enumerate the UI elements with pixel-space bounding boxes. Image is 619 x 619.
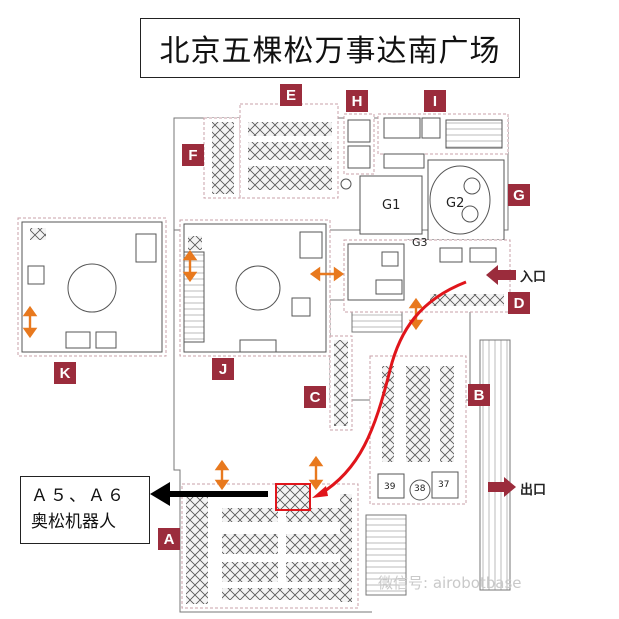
zone-tag-c: C — [304, 386, 326, 408]
hall-g1-label: G1 — [382, 198, 401, 213]
route-curve — [319, 280, 467, 496]
zone-tag-a: A — [158, 528, 180, 550]
booth-39-label: 39 — [384, 482, 396, 492]
zone-j-area — [179, 219, 331, 357]
zone-tag-i: I — [424, 90, 446, 112]
zone-tag-b: B — [468, 384, 490, 406]
zone-tag-d: D — [508, 292, 530, 314]
target-booth-highlight — [275, 483, 311, 511]
building-outlines — [173, 117, 511, 613]
callout-booth-numbers: Ａ５、Ａ６ — [31, 486, 126, 506]
entrance-arrow-icon — [486, 265, 516, 285]
wechat-watermark: 微信号: airobotbase — [378, 574, 522, 592]
zone-i-area — [377, 113, 509, 169]
zone-tag-k: K — [54, 362, 76, 384]
zone-tag-e: E — [280, 84, 302, 106]
zone-tag-j: J — [212, 358, 234, 380]
zone-e-area — [239, 103, 339, 199]
booth-37-label: 37 — [438, 480, 450, 490]
zone-b-area — [369, 355, 467, 505]
booth-callout-box: Ａ５、Ａ６ 奥松机器人 — [20, 476, 150, 544]
exit-arrow-icon — [488, 477, 516, 497]
booth-38-label: 38 — [414, 484, 426, 494]
zone-d-area — [343, 239, 511, 313]
hall-g3-label: G3 — [412, 236, 428, 249]
callout-company-name: 奥松机器人 — [31, 512, 116, 532]
zone-tag-h: H — [346, 90, 368, 112]
zone-h-area — [340, 113, 375, 190]
hall-g2-label: G2 — [446, 196, 465, 211]
zone-c-area — [329, 335, 353, 431]
zone-k-area — [17, 217, 167, 357]
zone-f-area — [203, 117, 241, 199]
entrance-label: 入口 — [520, 270, 547, 285]
route-arrowhead — [312, 486, 328, 498]
zone-tag-f: F — [182, 144, 204, 166]
page-title: 北京五棵松万事达南广场 — [140, 18, 520, 78]
zone-a-area — [181, 483, 359, 609]
zone-tag-g: G — [508, 184, 530, 206]
orange-access-arrows — [22, 249, 424, 491]
callout-pointer-arrow — [150, 482, 268, 506]
exit-label: 出口 — [520, 483, 547, 498]
